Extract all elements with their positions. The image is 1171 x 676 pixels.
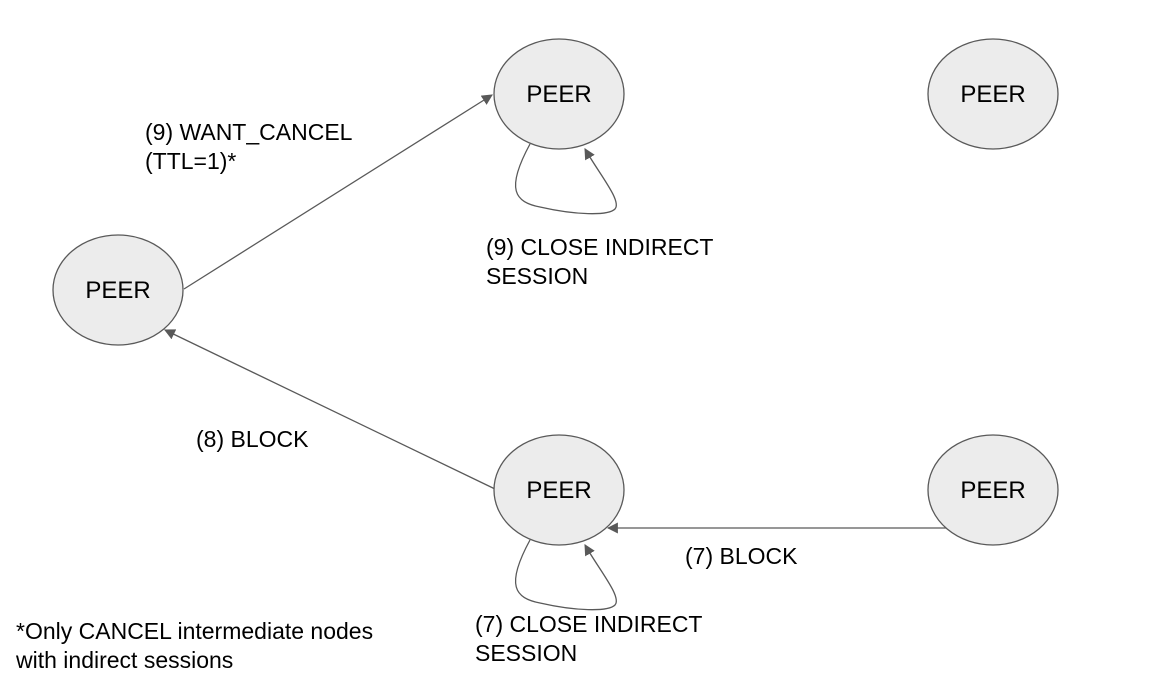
footnote-line1: *Only CANCEL intermediate nodes — [16, 618, 373, 644]
close-top-label-line1: (9) CLOSE INDIRECT — [486, 234, 713, 260]
peer-node-shape — [493, 38, 625, 150]
edge-block-8 — [164, 329, 496, 490]
peer-node-shape — [493, 434, 625, 546]
peer-node-top-right: PEER — [927, 38, 1059, 150]
edge-close-bottom-loop — [514, 539, 617, 611]
close-bottom-label-line2: SESSION — [475, 640, 577, 666]
peer-node-top-middle: PEER — [493, 38, 625, 150]
peer-node-left: PEER — [52, 234, 184, 346]
peer-node-label: PEER — [526, 477, 591, 504]
peer-node-shape — [927, 38, 1059, 150]
peer-node-shape — [52, 234, 184, 346]
peer-node-bottom-right: PEER — [927, 434, 1059, 546]
want-cancel-label-line2: (TTL=1)* — [145, 148, 236, 174]
block-8-label: (8) BLOCK — [196, 426, 309, 452]
want-cancel-label-line1: (9) WANT_CANCEL — [145, 119, 353, 145]
peer-node-label: PEER — [526, 81, 591, 108]
footnote-line2: with indirect sessions — [15, 647, 233, 673]
peer-node-bottom-middle: PEER — [493, 434, 625, 546]
peer-node-shape — [927, 434, 1059, 546]
peer-node-label: PEER — [85, 277, 150, 304]
block-7-label: (7) BLOCK — [685, 543, 798, 569]
peer-node-label: PEER — [960, 81, 1025, 108]
peer-node-label: PEER — [960, 477, 1025, 504]
close-top-label-line2: SESSION — [486, 263, 588, 289]
edge-close-top-loop — [514, 143, 617, 215]
edge-want-cancel — [183, 94, 493, 290]
close-bottom-label-line1: (7) CLOSE INDIRECT — [475, 611, 702, 637]
